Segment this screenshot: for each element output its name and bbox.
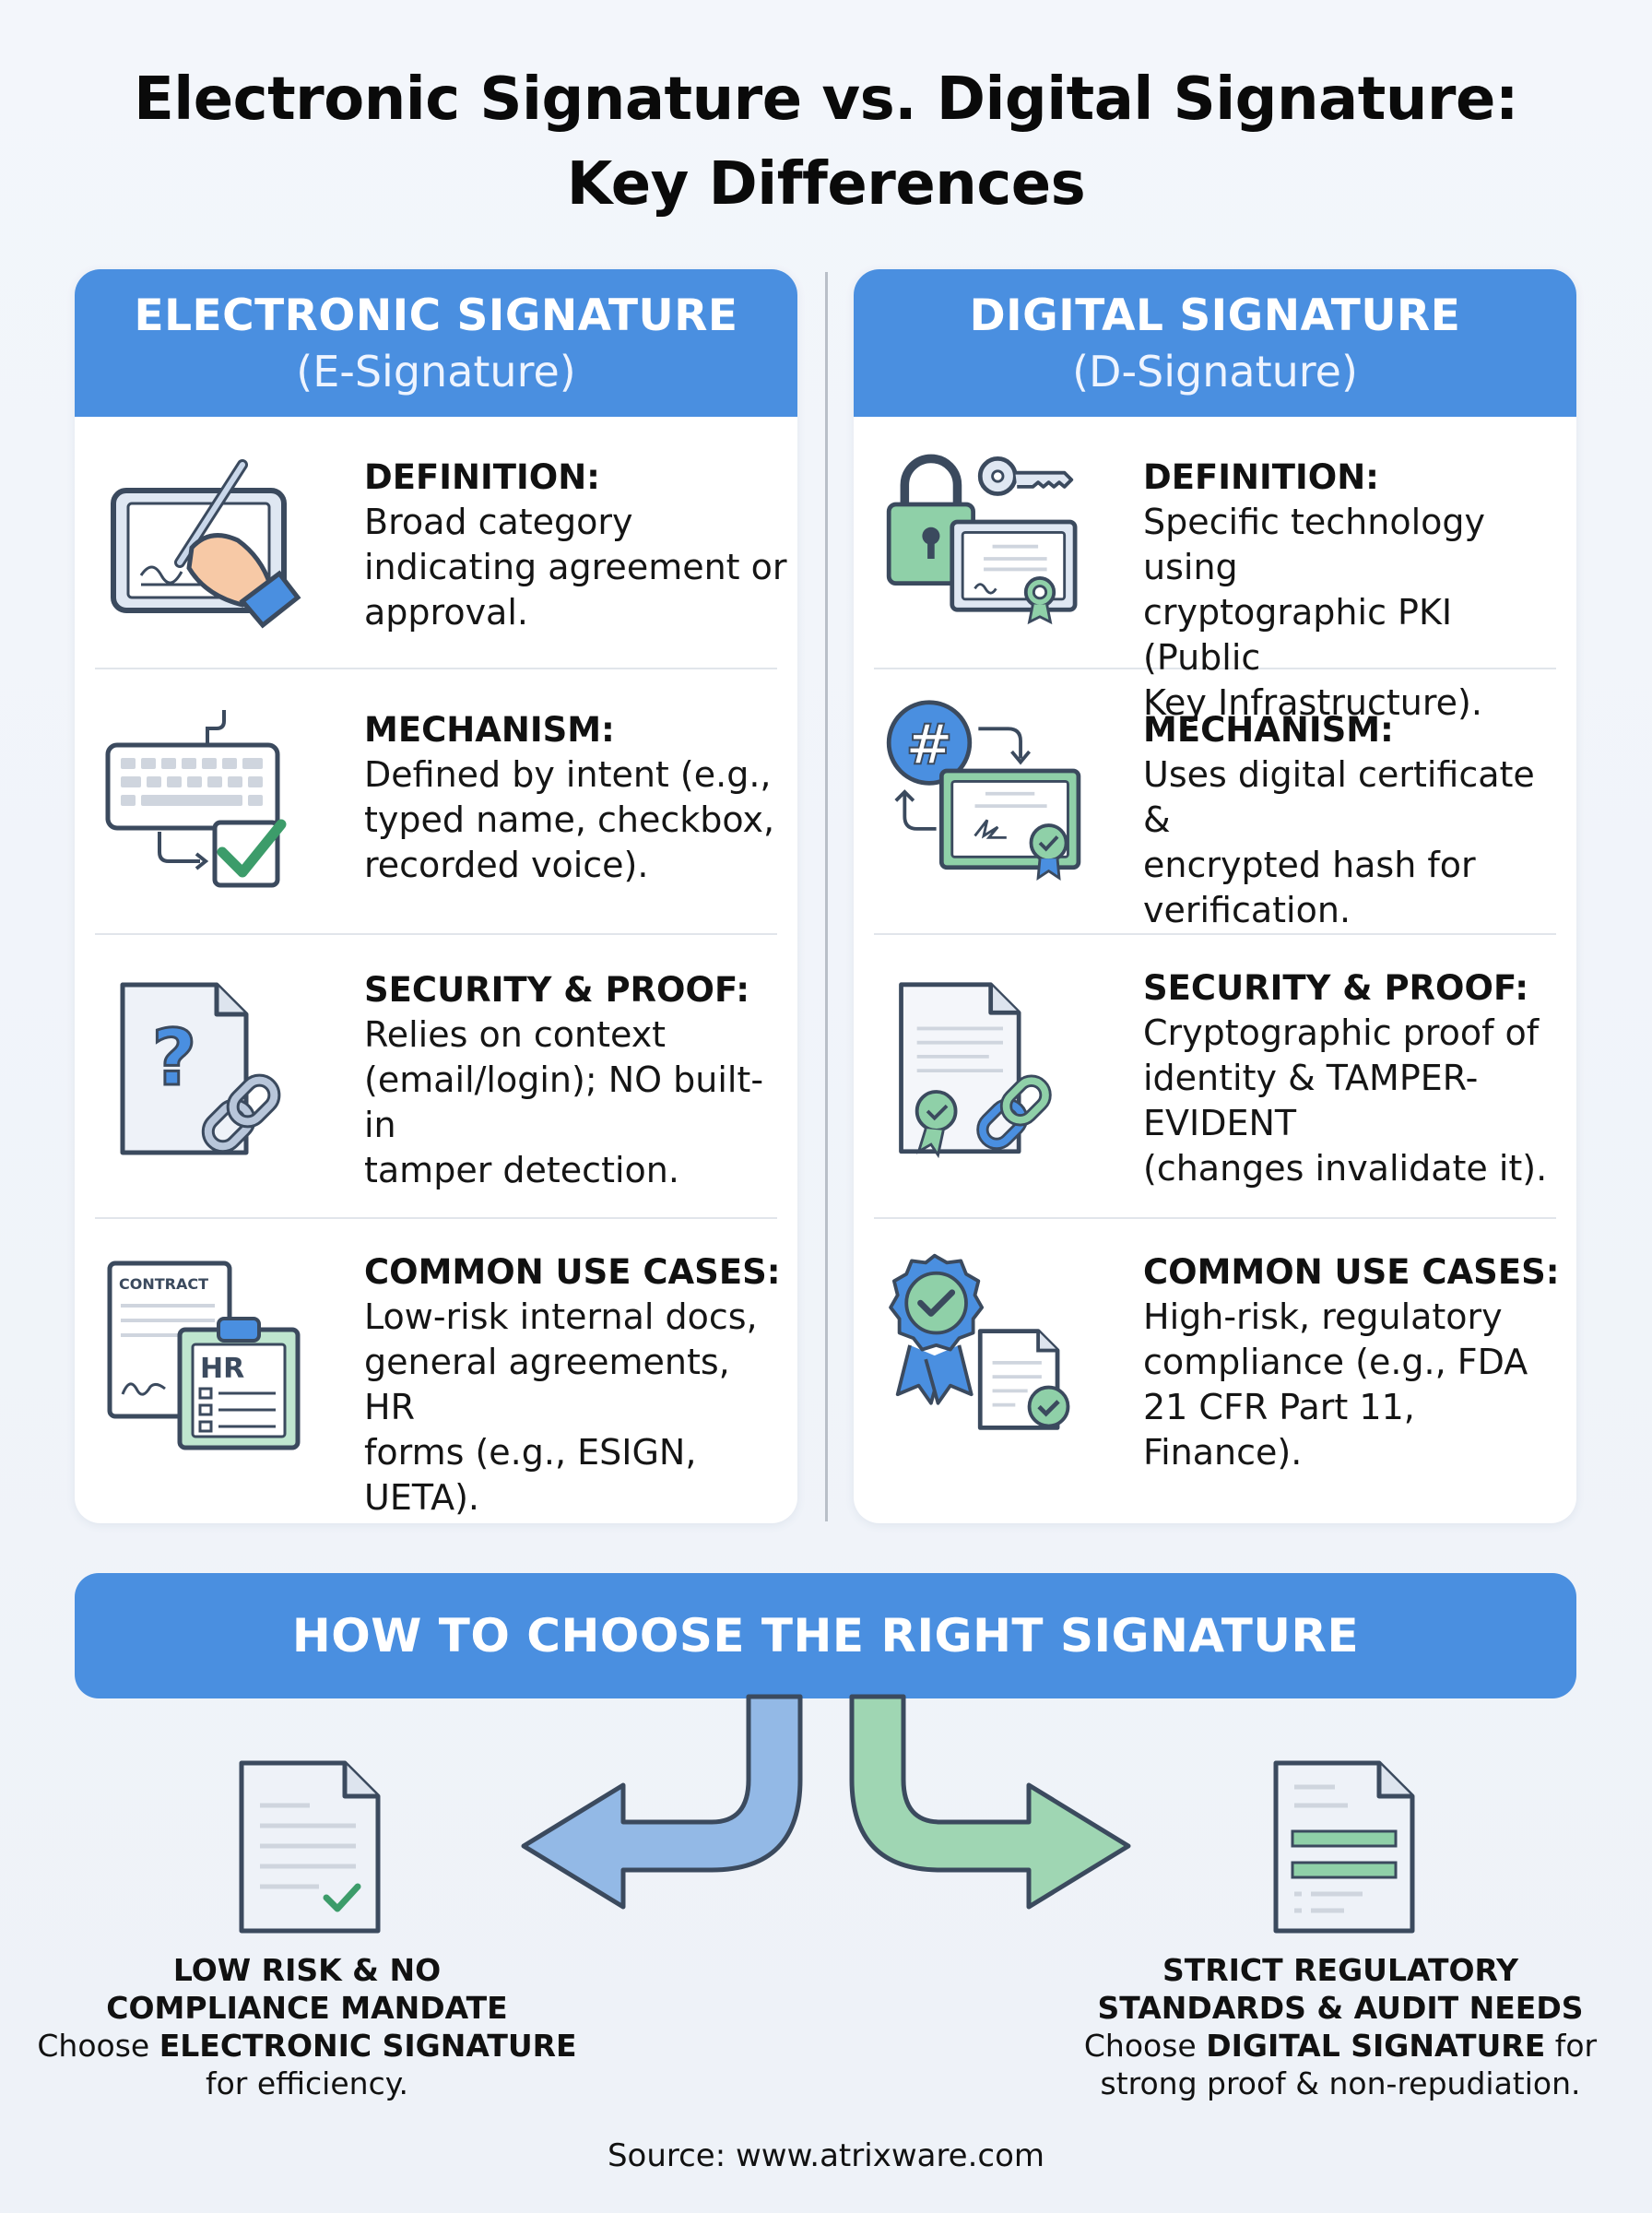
page-title: Electronic Signature vs. Digital Signatu… xyxy=(0,57,1652,227)
electronic-signature-subheading: (E-Signature) xyxy=(296,347,576,396)
e-mechanism-row: MECHANISM: Defined by intent (e.g., type… xyxy=(95,669,777,935)
outcome-digital: STRICT REGULATORY STANDARDS & AUDIT NEED… xyxy=(1064,1951,1617,2102)
title-line-2: Key Differences xyxy=(566,150,1086,219)
d-mechanism-text: Uses digital certificate & encrypted has… xyxy=(1143,754,1535,930)
outcome-left-strong: ELECTRONIC SIGNATURE xyxy=(159,2028,577,2064)
choose-banner: HOW TO CHOOSE THE RIGHT SIGNATURE xyxy=(75,1573,1576,1698)
d-usecases-row: COMMON USE CASES: High-risk, regulatory … xyxy=(874,1219,1560,1514)
outcome-right-post: strong proof & non-repudiation. xyxy=(1100,2065,1581,2101)
question-document-link-icon: ? xyxy=(120,982,281,1155)
outcome-electronic: LOW RISK & NO COMPLIANCE MANDATE Choose … xyxy=(30,1951,584,2102)
digital-signature-heading: DIGITAL SIGNATURE xyxy=(969,290,1461,341)
electronic-signature-heading: ELECTRONIC SIGNATURE xyxy=(134,290,738,341)
e-security-label: SECURITY & PROOF: xyxy=(364,970,750,1010)
digital-signature-subheading: (D-Signature) xyxy=(1072,347,1358,396)
d-security-label: SECURITY & PROOF: xyxy=(1143,968,1529,1008)
e-usecases-row: CONTRACT HR COMMON USE CASES: Low-risk i… xyxy=(95,1219,781,1518)
title-line-1: Electronic Signature vs. Digital Signatu… xyxy=(134,65,1518,134)
tablet-pen-hand-icon xyxy=(111,459,301,629)
e-security-text: Relies on context (email/login); NO buil… xyxy=(364,1014,764,1190)
d-security-row: SECURITY & PROOF: Cryptographic proof of… xyxy=(874,935,1556,1219)
digital-signature-card: DIGITAL SIGNATURE (D-Signature) DEFINITI… xyxy=(854,269,1576,1523)
e-definition-label: DEFINITION: xyxy=(364,457,600,497)
hash-certificate-icon: # xyxy=(886,700,1081,882)
source-credit: Source: www.atrixware.com xyxy=(607,2137,1045,2174)
document-check-icon xyxy=(239,1760,381,1934)
e-usecases-text: Low-risk internal docs, general agreemen… xyxy=(364,1296,758,1518)
document-list-icon xyxy=(1273,1760,1415,1934)
d-security-text: Cryptographic proof of identity & TAMPER… xyxy=(1143,1012,1548,1189)
outcome-left-line-1: LOW RISK & NO xyxy=(172,1952,442,1988)
electronic-signature-card: ELECTRONIC SIGNATURE (E-Signature) DEFIN… xyxy=(75,269,797,1523)
e-definition-text: Broad category indicating agreement or a… xyxy=(364,502,787,633)
e-mechanism-text: Defined by intent (e.g., typed name, che… xyxy=(364,754,775,885)
outcome-right-pre: Choose xyxy=(1083,2028,1207,2064)
column-divider xyxy=(825,272,828,1521)
d-definition-label: DEFINITION: xyxy=(1143,457,1379,497)
d-mechanism-row: # MECHANISM: Uses digital certificate & … xyxy=(874,669,1556,935)
d-definition-row: DEFINITION: Specific technology using cr… xyxy=(874,417,1556,723)
right-arrow xyxy=(849,1694,1131,1910)
keyboard-checkbox-icon xyxy=(105,710,287,888)
outcome-right-post-inline: for xyxy=(1545,2028,1598,2064)
electronic-signature-header: ELECTRONIC SIGNATURE (E-Signature) xyxy=(75,269,797,417)
e-security-row: ? SECURITY & PROOF: Relies on context (e… xyxy=(95,935,777,1219)
document-seal-link-icon xyxy=(899,982,1052,1159)
contract-icon-label: CONTRACT xyxy=(119,1275,208,1293)
svg-text:?: ? xyxy=(152,1012,197,1103)
e-mechanism-label: MECHANISM: xyxy=(364,710,615,750)
outcome-right-line-2: STANDARDS & AUDIT NEEDS xyxy=(1097,1990,1584,2026)
badge-document-check-icon xyxy=(889,1253,1070,1430)
d-usecases-label: COMMON USE CASES: xyxy=(1143,1252,1560,1292)
outcome-left-pre: Choose xyxy=(37,2028,159,2064)
outcome-left-line-2: COMPLIANCE MANDATE xyxy=(106,1990,508,2026)
e-usecases-label: COMMON USE CASES: xyxy=(364,1252,781,1292)
outcome-left-post: for efficiency. xyxy=(205,2065,409,2101)
split-arrows-graphic xyxy=(521,1694,1131,1910)
d-mechanism-label: MECHANISM: xyxy=(1143,710,1394,750)
outcome-right-strong: DIGITAL SIGNATURE xyxy=(1206,2028,1546,2064)
d-usecases-text: High-risk, regulatory compliance (e.g., … xyxy=(1143,1296,1528,1473)
hr-icon-label: HR xyxy=(200,1353,244,1385)
left-arrow xyxy=(521,1694,803,1910)
e-definition-row: DEFINITION: Broad category indicating ag… xyxy=(95,417,787,669)
digital-signature-header: DIGITAL SIGNATURE (D-Signature) xyxy=(854,269,1576,417)
outcome-right-line-1: STRICT REGULATORY xyxy=(1162,1952,1519,1988)
contract-hr-clipboard-icon: CONTRACT HR xyxy=(107,1260,301,1450)
d-definition-text: Specific technology using cryptographic … xyxy=(1143,502,1485,723)
hash-icon-label: # xyxy=(905,712,952,777)
lock-key-certificate-icon xyxy=(886,454,1078,625)
